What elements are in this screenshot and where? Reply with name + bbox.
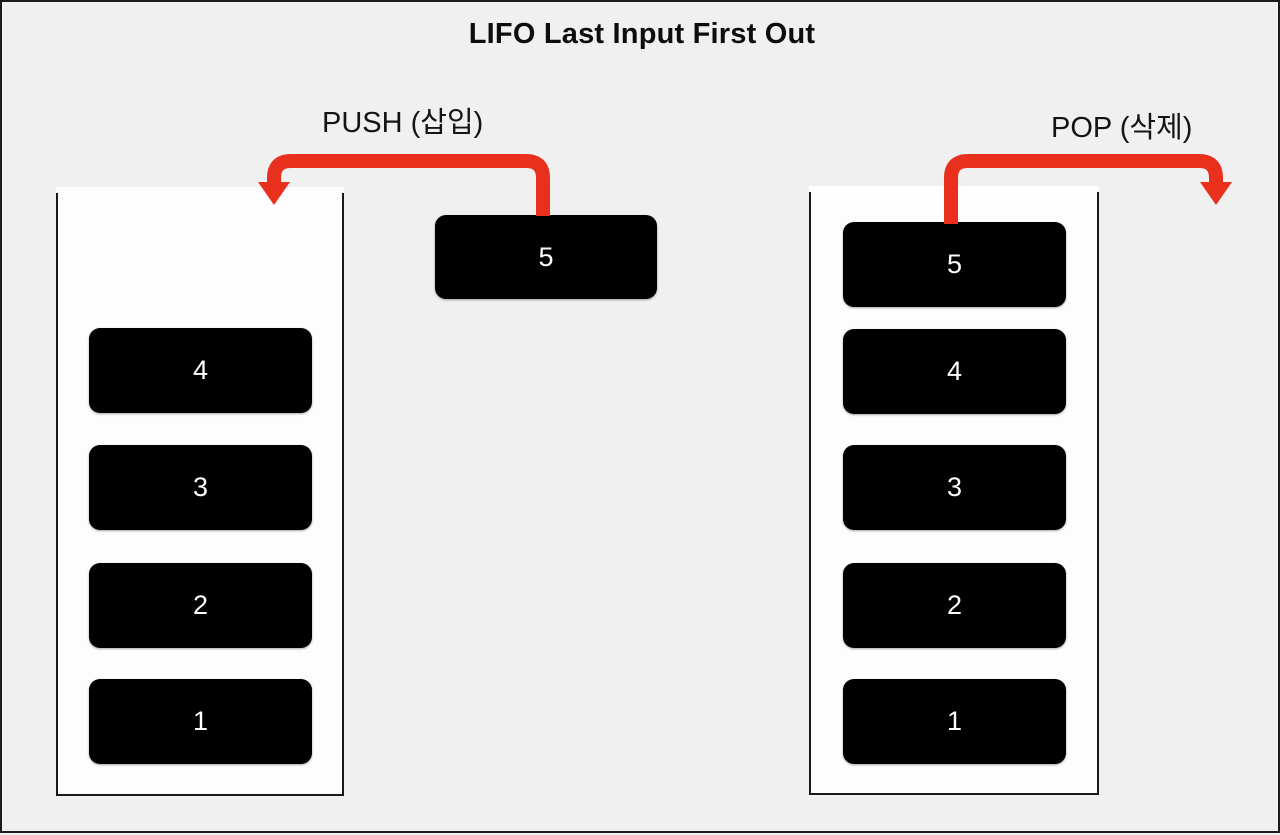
push-label: PUSH (삽입) — [322, 107, 484, 139]
stack-item[interactable]: 2 — [89, 563, 312, 648]
stack-item[interactable]: 4 — [843, 329, 1066, 414]
stack-item[interactable]: 3 — [89, 445, 312, 530]
stack-item[interactable]: 2 — [843, 563, 1066, 648]
stack-wall-right — [1097, 192, 1099, 795]
stack-item-value: 3 — [946, 472, 963, 502]
stack-wall-left — [56, 193, 58, 796]
stack-wall-left — [809, 192, 811, 795]
stack-item-value: 2 — [192, 590, 209, 620]
pop-label: POP (삭제) — [1051, 112, 1193, 144]
incoming-item-value: 5 — [538, 241, 554, 272]
stack-item-value: 3 — [192, 472, 209, 502]
stack-item-value: 4 — [192, 355, 209, 385]
page-title: LIFO Last Input First Out — [468, 18, 816, 50]
stack-item[interactable]: 1 — [89, 679, 312, 764]
stack-item-value: 4 — [946, 356, 963, 386]
stack-item[interactable]: 4 — [89, 328, 312, 413]
stack-floor — [809, 793, 1099, 795]
stack-item[interactable]: 1 — [843, 679, 1066, 764]
stack-item-value: 5 — [946, 249, 963, 279]
stack-wall-right — [342, 193, 344, 796]
stack-item[interactable]: 3 — [843, 445, 1066, 530]
incoming-stack-item[interactable]: 5 — [435, 215, 657, 299]
stack-item-value: 2 — [946, 590, 963, 620]
stack-floor — [56, 794, 344, 796]
stack-item[interactable]: 5 — [843, 222, 1066, 307]
stack-item-value: 1 — [192, 706, 209, 736]
stack-item-value: 1 — [946, 706, 963, 736]
